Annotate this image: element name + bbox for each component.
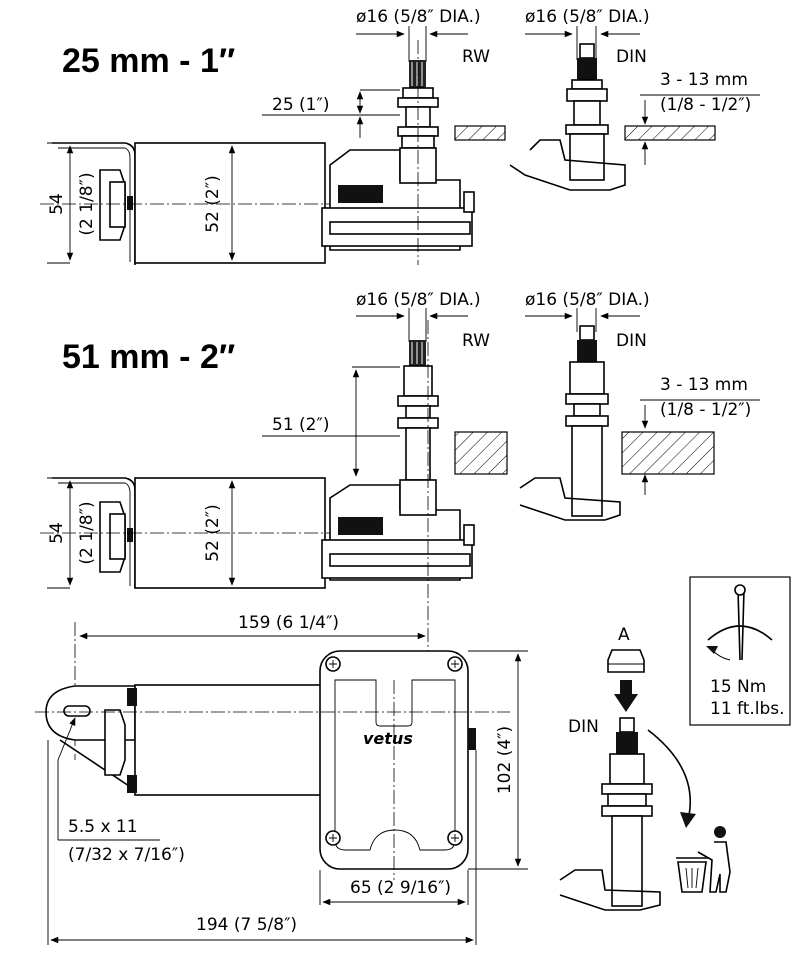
shaft-length-label: 25 (1″) <box>272 95 329 115</box>
dia-din-label-2: ø16 (5/8″ DIA.) <box>525 290 650 310</box>
thickness-label-2: 3 - 13 mm <box>660 375 748 395</box>
thickness-in-label: (1/8 - 1/2″) <box>660 95 751 115</box>
dia-din-label: ø16 (5/8″ DIA.) <box>525 7 650 27</box>
rw-spindle-2 <box>397 340 439 481</box>
install-detail: A DIN <box>559 576 791 911</box>
shaft-length-label-2: 51 (2″) <box>272 415 329 435</box>
recycle-bin-icon <box>676 826 731 893</box>
din-label: DIN <box>616 47 647 67</box>
rw-label: RW <box>462 47 490 67</box>
length-194-label: 194 (7 5/8″) <box>196 915 297 935</box>
dia-rw-label-2: ø16 (5/8″ DIA.) <box>356 290 481 310</box>
thickness-in-label-2: (1/8 - 1/2″) <box>660 400 751 420</box>
brand-logo: vetus <box>363 729 413 748</box>
rw-label-2: RW <box>462 331 490 351</box>
din-spindle <box>509 43 626 191</box>
arrow-down-icon <box>614 680 638 712</box>
section-title-51mm: 51 mm - 2″ <box>62 338 235 376</box>
gearbox-top-view: vetus <box>319 650 476 870</box>
cap-label: A <box>618 625 630 645</box>
length-65-label: 65 (2 9/16″) <box>350 878 451 898</box>
cap-a-icon <box>607 649 645 673</box>
curved-arrow-icon <box>647 729 692 821</box>
height-102-label: 102 (4″) <box>495 726 515 794</box>
din-label-2: DIN <box>616 331 647 351</box>
motor-side-view-top <box>52 142 475 265</box>
section-25mm: 25 mm - 1″ ø16 (5/8″ DIA.) ø16 (5/8″ DIA… <box>40 7 760 265</box>
din-spindle-2 <box>519 325 621 521</box>
wrench-torque-icon <box>706 584 773 661</box>
torque-nm-label: 15 Nm <box>710 677 766 697</box>
section-51mm: 51 mm - 2″ ø16 (5/8″ DIA.) ø16 (5/8″ DIA… <box>40 290 760 690</box>
install-din-label: DIN <box>568 717 599 737</box>
hole-size-in-label: (7/32 x 7/16″) <box>68 845 185 865</box>
thickness-label: 3 - 13 mm <box>660 70 748 90</box>
section-title-25mm: 25 mm - 1″ <box>62 42 235 80</box>
hole-size-label: 5.5 x 11 <box>68 817 138 837</box>
length-159-label: 159 (6 1/4″) <box>238 613 339 633</box>
dia-rw-label: ø16 (5/8″ DIA.) <box>356 7 481 27</box>
torque-ft-label: 11 ft.lbs. <box>710 699 785 719</box>
section-top-view: 159 (6 1/4″) vetus 5.5 x <box>35 613 528 945</box>
